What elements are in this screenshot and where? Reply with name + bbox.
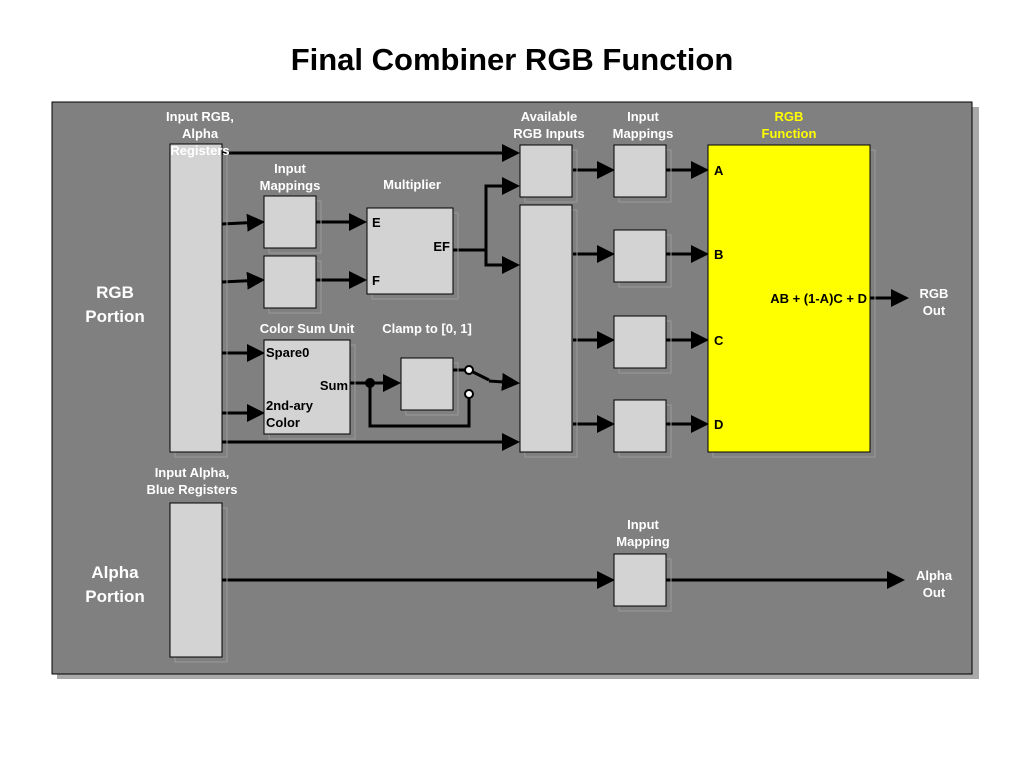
clamp-label: Clamp to [0, 1] [382, 321, 472, 336]
input-alpha-blue-registers-label-1: Input Alpha, [155, 465, 230, 480]
port-c-label: C [714, 333, 724, 348]
alpha-out-label-1: Alpha [916, 568, 953, 583]
multiplier-label: Multiplier [383, 177, 441, 192]
input-mappings-left-label-1: Input [274, 161, 306, 176]
input-mapping-alpha-label-2: Mapping [616, 534, 669, 549]
sum-junction-dot [365, 378, 375, 388]
input-mapping-b [613, 229, 667, 283]
rgb-out-label-1: RGB [920, 286, 949, 301]
rgb-function-box [707, 144, 871, 453]
input-mapping-alpha-label-1: Input [627, 517, 659, 532]
rgb-function-label-1: RGB [775, 109, 804, 124]
input-mapping-d [613, 399, 667, 453]
page-title: Final Combiner RGB Function [290, 42, 734, 77]
port-b-label: B [714, 247, 723, 262]
rgb-out-label-2: Out [923, 303, 946, 318]
secondary-color-label-1: 2nd-ary [266, 398, 314, 413]
input-mapping-f [263, 255, 317, 309]
rgb-portion-label-1: RGB [96, 283, 134, 302]
formula-label: AB + (1-A)C + D [770, 291, 867, 306]
input-alpha-blue-registers-bar [169, 502, 223, 658]
input-mapping-alpha [613, 553, 667, 607]
multiplier-box [366, 207, 454, 295]
input-mapping-c [613, 315, 667, 369]
input-rgb-alpha-registers-label-1: Input RGB, [166, 109, 234, 124]
clamp-box [400, 357, 454, 411]
port-d-label: D [714, 417, 723, 432]
port-a-label: A [714, 163, 724, 178]
alpha-portion-label-1: Alpha [91, 563, 139, 582]
input-mapping-e [263, 195, 317, 249]
rgb-portion-label-2: Portion [85, 307, 145, 326]
secondary-color-label-2: Color [266, 415, 300, 430]
wires [221, 144, 909, 589]
input-rgb-alpha-registers-label-2: Alpha [182, 126, 219, 141]
alpha-out-label-2: Out [923, 585, 946, 600]
input-mapping-a [613, 144, 667, 198]
available-input-top [519, 144, 573, 198]
input-alpha-blue-registers-label-2: Blue Registers [146, 482, 237, 497]
rgb-function-label-2: Function [762, 126, 817, 141]
available-rgb-inputs-label-1: Available [521, 109, 578, 124]
input-mappings-right-label-1: Input [627, 109, 659, 124]
input-mappings-left-label-2: Mappings [260, 178, 321, 193]
color-sum-unit-box [263, 339, 351, 435]
multiplier-f-label: F [372, 273, 380, 288]
available-rgb-inputs-bar [519, 204, 573, 453]
clamp-switch-contact-upper [464, 365, 474, 375]
input-mappings-right-label-2: Mappings [613, 126, 674, 141]
input-rgb-alpha-registers-bar [169, 143, 223, 453]
alpha-portion-label-2: Portion [85, 587, 145, 606]
multiplier-ef-label: EF [433, 239, 450, 254]
available-rgb-inputs-label-2: RGB Inputs [513, 126, 585, 141]
clamp-switch-contact-lower [464, 389, 474, 399]
color-sum-unit-label: Color Sum Unit [260, 321, 355, 336]
multiplier-e-label: E [372, 215, 381, 230]
sum-label: Sum [320, 378, 348, 393]
input-rgb-alpha-registers-label-3: Registers [170, 143, 229, 158]
spare0-label: Spare0 [266, 345, 309, 360]
